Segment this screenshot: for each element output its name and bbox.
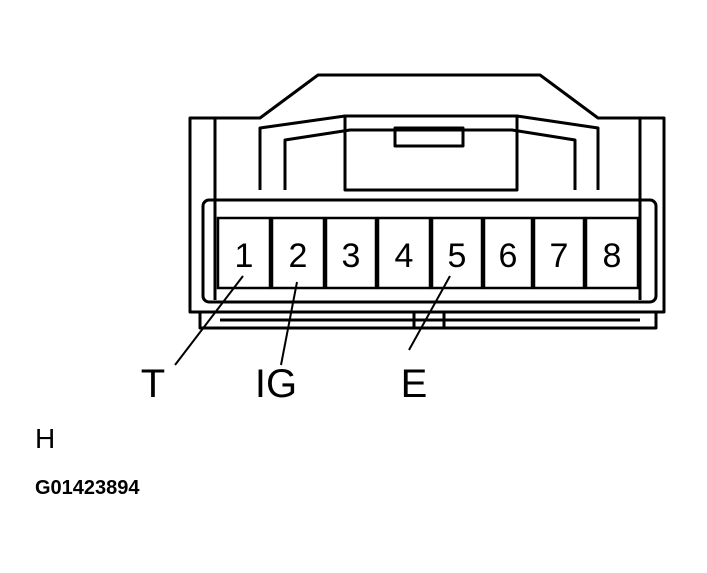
pin-cavity (270, 216, 326, 290)
pin-cavity (324, 216, 378, 290)
pin-number: 3 (342, 237, 361, 275)
pin-number: 8 (603, 237, 622, 275)
pin-number: 4 (395, 237, 414, 275)
pin-number: 7 (550, 237, 569, 275)
pin-number: 6 (499, 237, 518, 275)
pin-cavity (430, 216, 484, 290)
leader-lines (174, 275, 451, 366)
leader-line-ig (280, 281, 298, 366)
pin-number: 5 (448, 237, 467, 275)
pin-cavity (532, 216, 586, 290)
pin-cavity (584, 216, 640, 290)
pin-cavities (216, 216, 640, 290)
pin-number: 2 (289, 237, 308, 275)
leader-line-t (174, 275, 244, 366)
pin-number: 1 (235, 237, 254, 275)
connector-mark: H (35, 423, 55, 454)
callout-label-ig: IG (255, 362, 297, 406)
callout-label-e: E (401, 362, 428, 406)
pin-cavity (216, 216, 272, 290)
callout-label-t: T (141, 362, 165, 406)
pin-numbers: 1 2 3 4 5 6 7 8 (235, 237, 622, 275)
leader-line-e (408, 275, 451, 351)
pin-cavity (376, 216, 432, 290)
figure-code: G01423894 (35, 477, 140, 499)
connector-housing (188, 73, 666, 330)
callout-labels: T IG E (141, 362, 428, 406)
pin-cavity (482, 216, 534, 290)
